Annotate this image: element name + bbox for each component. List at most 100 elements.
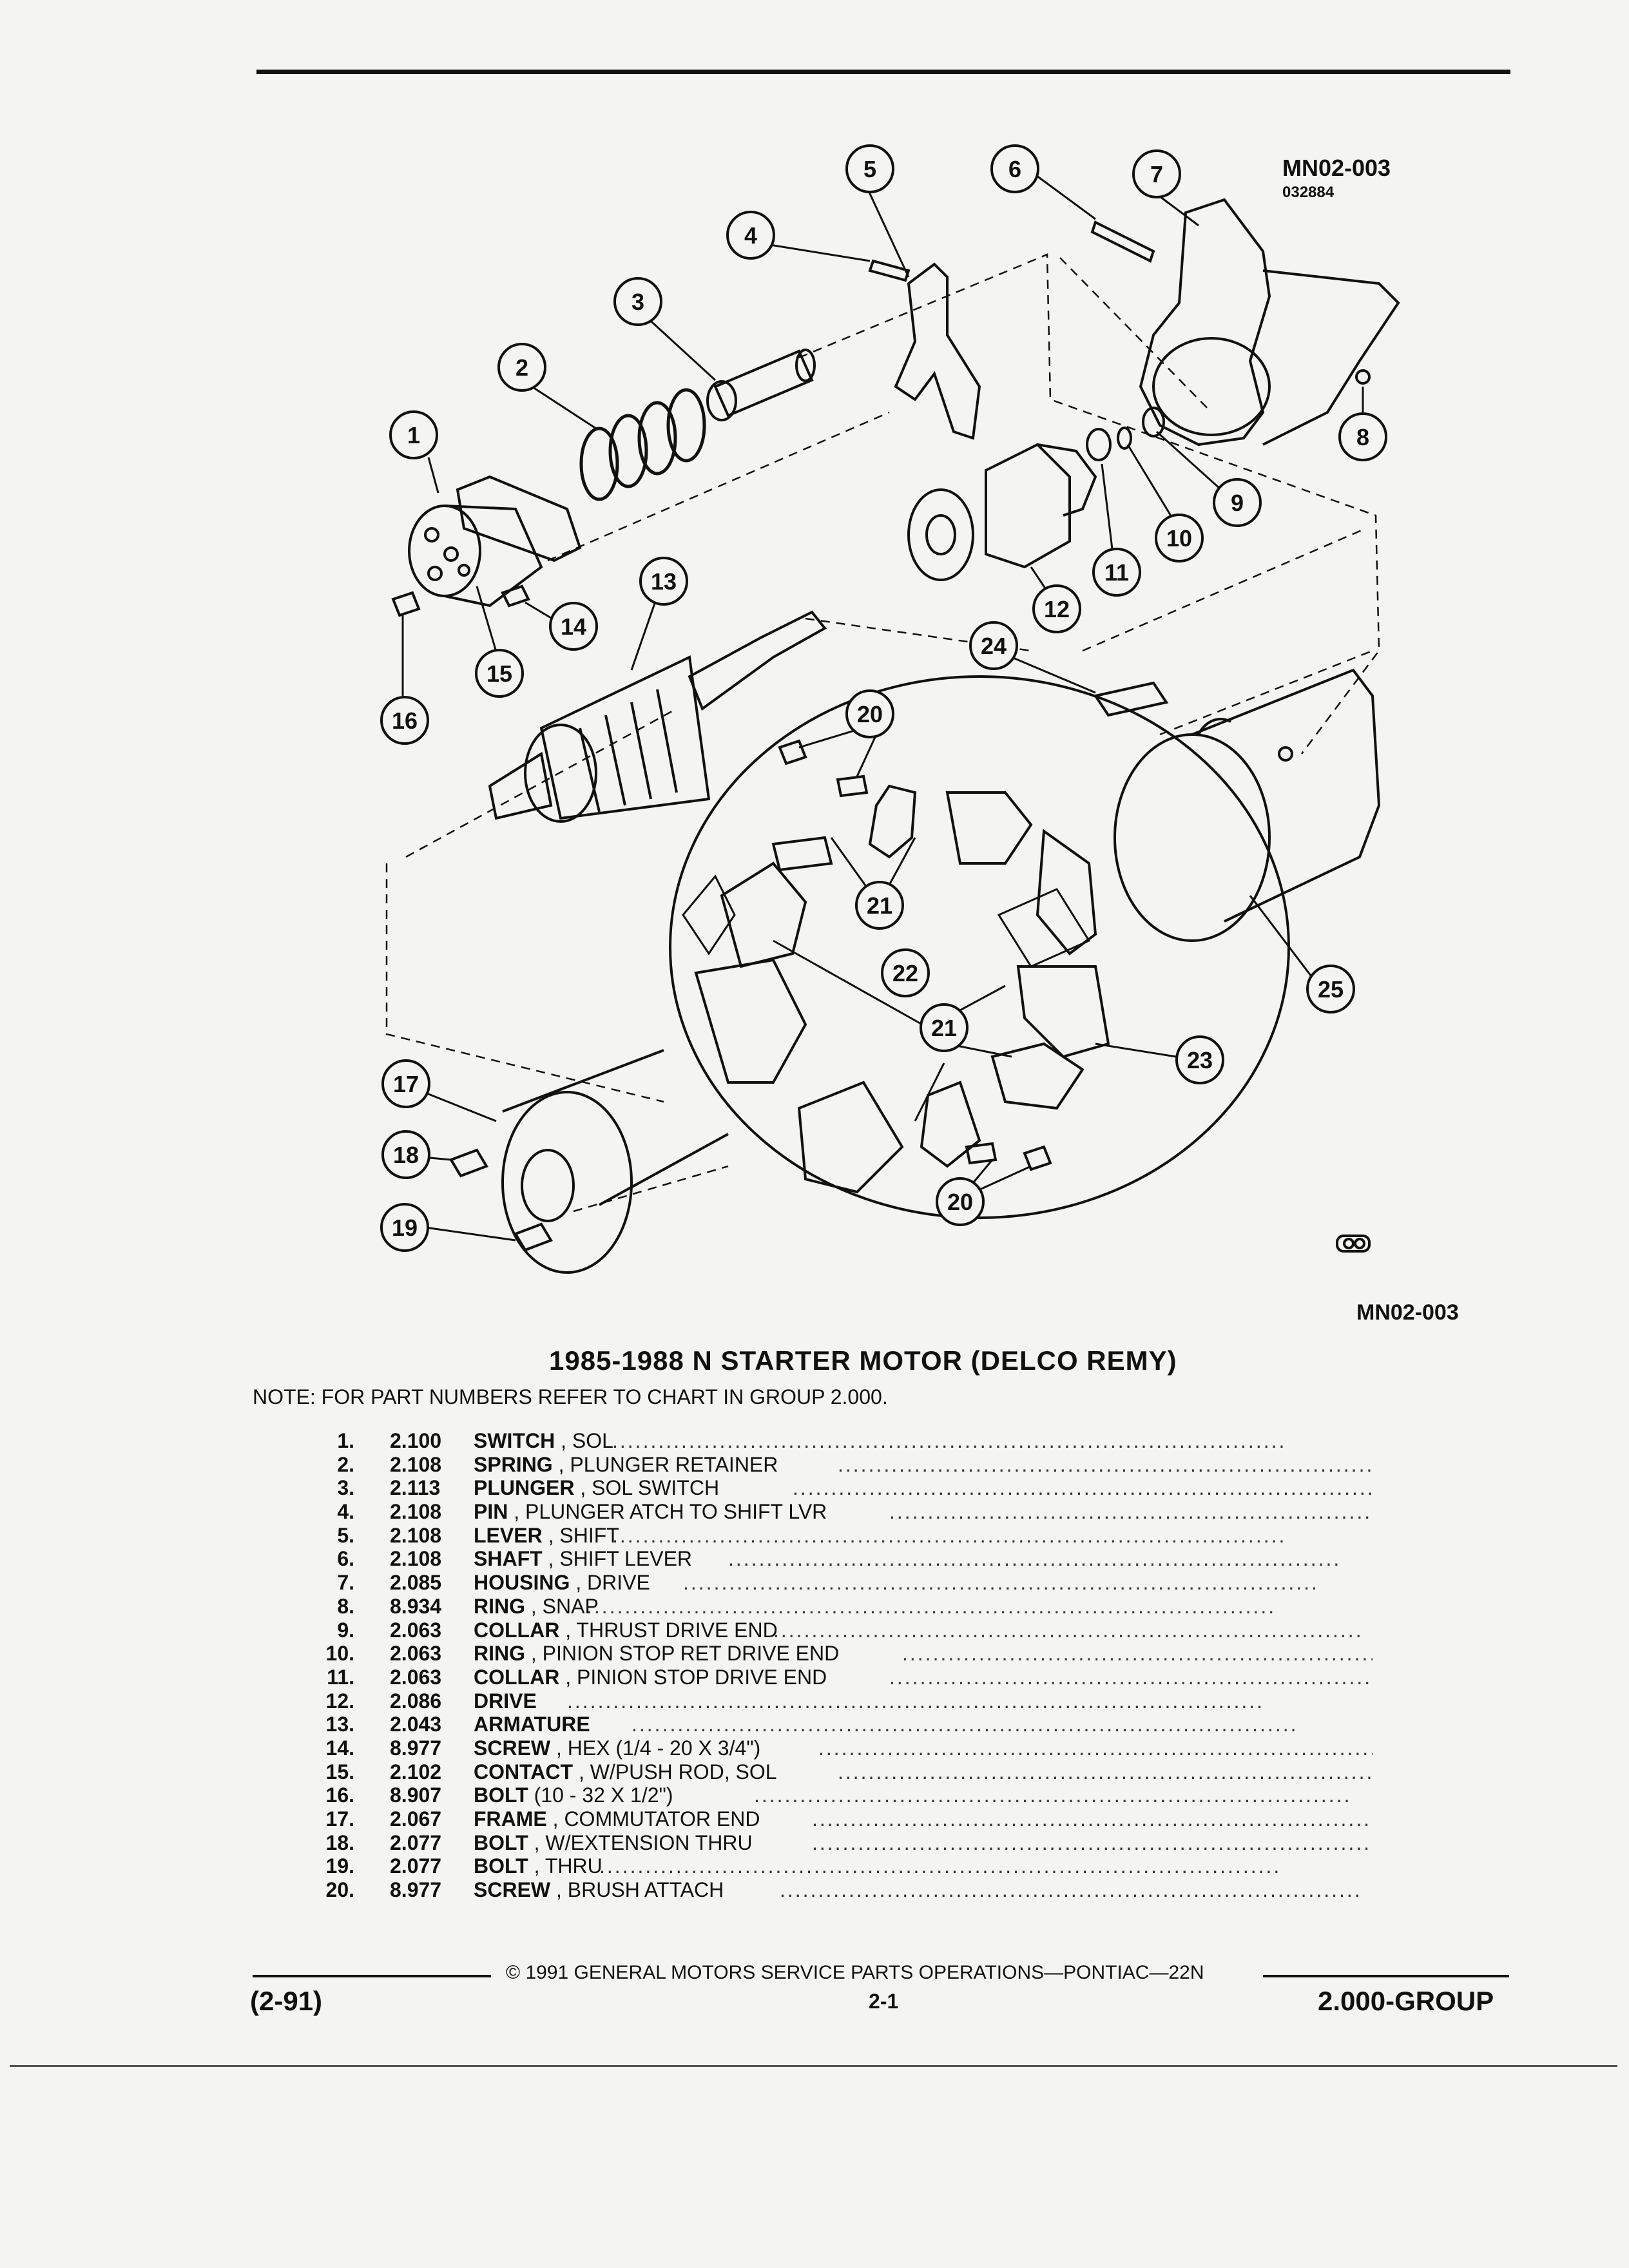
bolt-10-32 — [391, 591, 421, 617]
brush-spring-1 — [682, 874, 736, 956]
callout-21a: 21 — [855, 881, 904, 930]
group-label: 2.000-GROUP — [1318, 1986, 1494, 2016]
svg-text:1: 1 — [407, 422, 420, 448]
svg-text:9: 9 — [1231, 490, 1244, 516]
pinion-stop-ring — [1117, 427, 1132, 450]
callout-16: 16 — [380, 696, 429, 745]
bottom-rule — [10, 2065, 1617, 2067]
bolt-thru — [514, 1222, 553, 1252]
svg-text:6: 6 — [1008, 156, 1021, 182]
gm-logo-mark — [1336, 1235, 1371, 1253]
brush-screw-3 — [965, 1142, 998, 1165]
callout-3: 3 — [613, 277, 662, 326]
footer-rule-left — [253, 1975, 491, 1977]
brush-screw-4 — [1023, 1145, 1052, 1171]
figure-code: MN02-003 — [1282, 155, 1391, 181]
callout-19: 19 — [380, 1203, 429, 1252]
brush-spring-2 — [997, 888, 1091, 968]
svg-text:22: 22 — [892, 960, 918, 986]
svg-text:11: 11 — [1104, 559, 1129, 586]
callout-14: 14 — [549, 602, 598, 651]
svg-text:23: 23 — [1187, 1047, 1213, 1073]
shift-lever — [894, 262, 981, 440]
svg-text:20: 20 — [857, 701, 883, 727]
callout-18: 18 — [381, 1130, 430, 1179]
svg-text:13: 13 — [651, 568, 677, 595]
callout-1: 1 — [389, 410, 438, 459]
pinion-stop-collar — [1086, 428, 1112, 461]
bolt-extension-thru — [449, 1148, 488, 1178]
commutator-end-frame — [501, 1049, 729, 1274]
svg-text:24: 24 — [981, 633, 1007, 659]
svg-text:10: 10 — [1166, 525, 1192, 552]
svg-text:4: 4 — [744, 222, 757, 249]
snap-ring — [1355, 369, 1371, 385]
svg-text:21: 21 — [867, 892, 892, 919]
callout-20b: 20 — [936, 1177, 985, 1226]
brush-screw-2 — [836, 774, 869, 798]
svg-text:2: 2 — [516, 354, 528, 381]
svg-text:16: 16 — [392, 707, 418, 734]
svg-text:15: 15 — [487, 660, 512, 687]
callout-22: 22 — [881, 948, 930, 997]
shift-lever-shaft — [1090, 220, 1155, 263]
callout-12: 12 — [1032, 584, 1081, 633]
callout-6: 6 — [990, 144, 1039, 193]
callout-23: 23 — [1175, 1035, 1224, 1084]
callout-15: 15 — [475, 649, 524, 698]
svg-text:19: 19 — [392, 1215, 418, 1241]
svg-text:12: 12 — [1044, 596, 1070, 622]
revision-date: (2-91) — [250, 1986, 323, 2016]
callout-17: 17 — [381, 1059, 430, 1108]
field-frame — [1113, 668, 1381, 942]
page-number: 2-1 — [869, 1990, 899, 2013]
callout-13: 13 — [639, 557, 688, 606]
hex-screw — [501, 584, 530, 608]
armature — [488, 610, 827, 823]
svg-text:25: 25 — [1318, 976, 1344, 1003]
top-rule — [256, 70, 1510, 74]
svg-text:7: 7 — [1150, 161, 1163, 187]
callout-21b: 21 — [920, 1003, 969, 1052]
callout-8: 8 — [1338, 412, 1387, 461]
page-title: 1985-1988 N STARTER MOTOR (DELCO REMY) — [549, 1345, 1177, 1376]
callout-24: 24 — [969, 621, 1018, 670]
callout-2: 2 — [497, 343, 546, 392]
callout-5: 5 — [845, 144, 894, 193]
thrust-collar — [1142, 407, 1165, 437]
svg-text:18: 18 — [393, 1142, 419, 1168]
footer-rule-right — [1263, 1975, 1509, 1977]
exploded-diagram: 1 2 3 4 5 6 7 8 9 10 11 12 13 14 15 16 1… — [380, 144, 1400, 1274]
figure-caption-code: MN02-003 — [1356, 1300, 1459, 1325]
callout-4: 4 — [726, 211, 775, 260]
callout-7: 7 — [1132, 149, 1181, 198]
callout-10: 10 — [1155, 514, 1204, 562]
solenoid-switch — [408, 475, 582, 608]
svg-text:17: 17 — [393, 1071, 419, 1097]
note-text: NOTE: FOR PART NUMBERS REFER TO CHART IN… — [253, 1385, 888, 1408]
brush-holders — [694, 784, 1110, 1194]
plunger — [706, 349, 816, 421]
callout-11: 11 — [1092, 548, 1141, 597]
callout-20a: 20 — [845, 689, 894, 738]
callout-25: 25 — [1306, 965, 1355, 1014]
insulator — [1093, 681, 1169, 717]
